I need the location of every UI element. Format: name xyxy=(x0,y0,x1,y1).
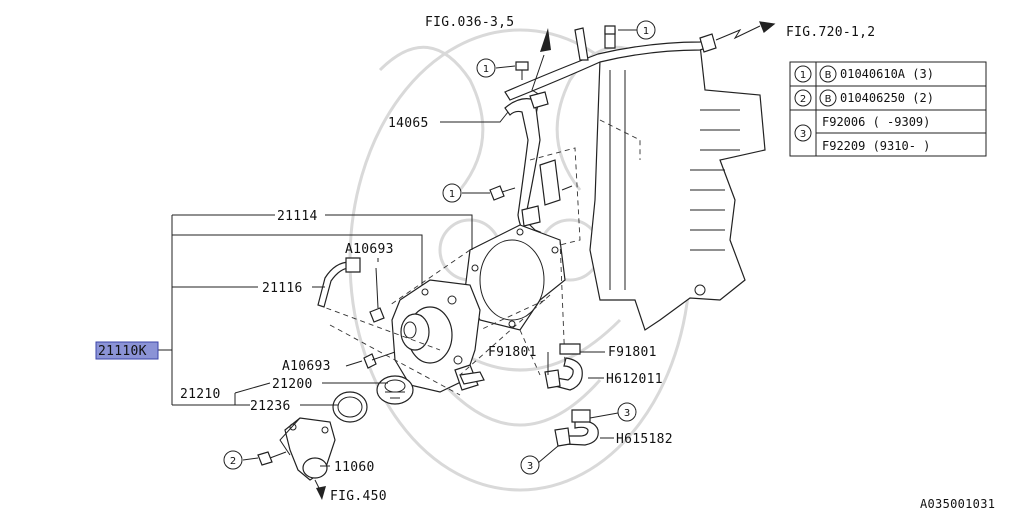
upper-pipe xyxy=(504,21,776,101)
svg-text:1: 1 xyxy=(643,26,649,37)
legend-table: 1 B 01040610A (3) 2 B 010406250 (2) 3 F9… xyxy=(789,61,987,157)
callout-1-upper-right: 1 xyxy=(636,20,656,40)
assembly-lines xyxy=(317,239,566,396)
callout-3-upper: 3 xyxy=(617,402,637,422)
svg-text:B: B xyxy=(825,70,832,81)
svg-text:3: 3 xyxy=(624,408,630,419)
svg-text:1: 1 xyxy=(449,189,455,200)
fig450-arrow xyxy=(314,479,326,500)
label-a10693-top[interactable]: A10693 xyxy=(345,242,394,257)
label-h612011[interactable]: H612011 xyxy=(606,372,663,387)
legend-row-4: F92209 (9310- ) xyxy=(822,139,930,153)
svg-text:F92006 ( -9309): F92006 ( -9309) xyxy=(822,115,930,129)
engine-block xyxy=(589,44,766,331)
bolt-1-mid xyxy=(489,185,516,201)
label-21110k[interactable]: 21110K xyxy=(98,344,147,359)
svg-text:1: 1 xyxy=(800,70,806,81)
legend-row-2: 2 B 010406250 (2) xyxy=(794,89,934,107)
leader-lines xyxy=(158,29,637,467)
highlight-21110k xyxy=(95,341,159,360)
label-21114[interactable]: 21114 xyxy=(277,209,318,224)
label-fig720[interactable]: FIG.720-1,2 xyxy=(786,25,875,40)
bolt-1-upper-right xyxy=(604,25,616,35)
callout-1-mid: 1 xyxy=(442,183,462,203)
label-21200[interactable]: 21200 xyxy=(272,377,313,392)
svg-text:B: B xyxy=(825,94,832,105)
label-21210[interactable]: 21210 xyxy=(180,387,221,402)
bolt-a10693-bottom xyxy=(363,351,396,369)
label-f91801-left[interactable]: F91801 xyxy=(488,345,537,360)
svg-text:01040610A (3): 01040610A (3) xyxy=(840,67,934,81)
svg-text:2: 2 xyxy=(230,456,236,467)
thermostat-cover-11060 xyxy=(279,417,336,481)
gasket-21236 xyxy=(332,391,368,423)
thermostat-21200 xyxy=(376,375,414,405)
hose-h615182 xyxy=(554,409,599,447)
svg-text:010406250 (2): 010406250 (2) xyxy=(840,91,934,105)
callout-2: 2 xyxy=(223,450,243,470)
svg-text:3: 3 xyxy=(800,129,806,140)
hose-h612011 xyxy=(544,343,583,391)
label-f91801-right[interactable]: F91801 xyxy=(608,345,657,360)
label-21236[interactable]: 21236 xyxy=(250,399,291,414)
bolt-a10693-top xyxy=(369,267,385,323)
legend-row-3: 3 F92006 ( -9309) xyxy=(794,115,930,142)
callout-3-lower: 3 xyxy=(520,455,540,475)
legend-row-1: 1 B 01040610A (3) xyxy=(794,65,934,83)
pipe-21116 xyxy=(317,257,361,308)
pipe-bracket xyxy=(529,147,581,251)
svg-text:1: 1 xyxy=(483,64,489,75)
label-11060[interactable]: 11060 xyxy=(334,460,375,475)
water-pump xyxy=(391,279,485,393)
svg-text:2: 2 xyxy=(800,94,806,105)
svg-text:3: 3 xyxy=(527,461,533,472)
callout-1-top: 1 xyxy=(476,58,496,78)
label-h615182[interactable]: H615182 xyxy=(616,432,673,447)
label-a10693-bottom[interactable]: A10693 xyxy=(282,359,331,374)
label-fig450[interactable]: FIG.450 xyxy=(330,489,387,504)
bolt-2 xyxy=(257,451,287,466)
label-fig036[interactable]: FIG.036-3,5 xyxy=(425,15,514,30)
reference-code: A035001031 xyxy=(920,497,995,511)
label-14065[interactable]: 14065 xyxy=(388,116,429,131)
label-21116[interactable]: 21116 xyxy=(262,281,303,296)
svg-text:F92209 (9310- ): F92209 (9310- ) xyxy=(822,139,930,153)
bolt-1-top xyxy=(515,61,529,80)
